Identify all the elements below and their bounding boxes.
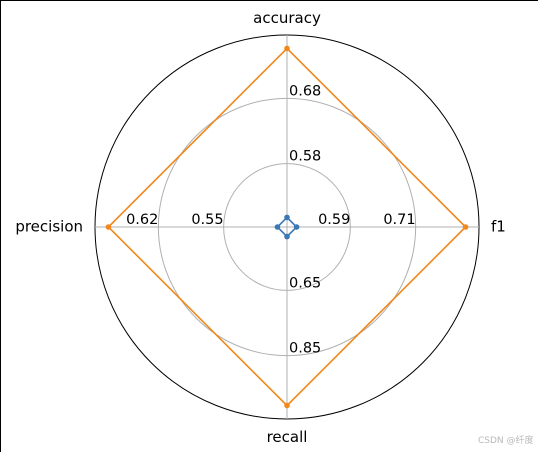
tick-label-5: 0.65 [289,275,321,291]
series-2-point-accuracy [284,45,290,52]
series-2-point-f1 [462,224,469,230]
tick-label-3: 0.59 [318,212,350,228]
tick-label-6: 0.85 [289,341,321,357]
series-1-point-accuracy [284,214,290,221]
tick-label-2: 0.58 [289,149,321,165]
series-2-point-recall [284,402,290,409]
axis-label-f1: f1 [491,218,506,236]
axis-label-precision: precision [15,218,83,236]
tick-label-8: 0.62 [126,212,158,228]
series-1-point-recall [284,233,290,240]
series-2-point-precision [105,224,112,230]
watermark: CSDN @纤度 [478,434,534,446]
tick-label-1: 0.68 [289,83,321,99]
series-1-point-precision [274,224,281,230]
axis-label-recall: recall [267,428,308,446]
tick-label-7: 0.55 [191,212,223,228]
axis-label-accuracy: accuracy [253,9,321,27]
series-1-point-f1 [293,224,300,230]
tick-label-4: 0.71 [383,212,415,228]
